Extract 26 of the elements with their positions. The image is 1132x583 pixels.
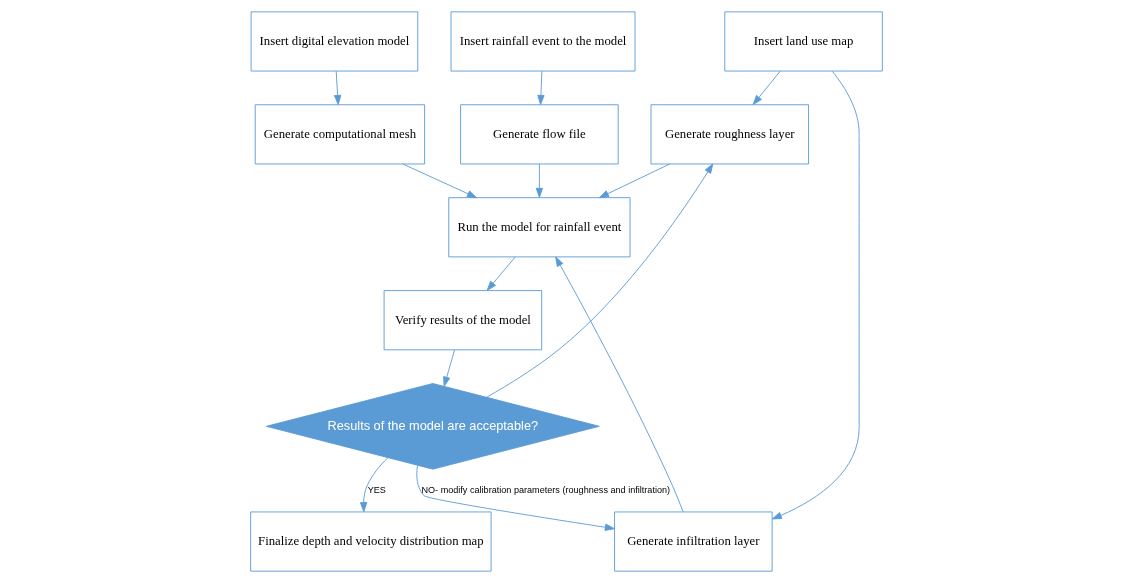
arrow xyxy=(442,349,455,387)
node-box: Finalize depth and velocity distribution map xyxy=(249,511,492,572)
arrow xyxy=(333,70,341,105)
node-box: Run the model for rainfall event xyxy=(447,197,630,258)
arrow xyxy=(359,457,388,513)
node-box: Generate computational mesh xyxy=(254,104,425,165)
arrow xyxy=(554,256,684,513)
arrow xyxy=(415,464,615,531)
arrow xyxy=(401,163,477,199)
arrow xyxy=(486,256,516,291)
edge-label: YES xyxy=(367,484,386,495)
node-box: Verify results of the model xyxy=(383,290,542,351)
node-box: Generate roughness layer xyxy=(650,104,809,165)
arrow xyxy=(536,70,545,105)
edge-label: NO- modify calibration parameters (roughness and infiltration) xyxy=(420,484,670,495)
arrow xyxy=(535,163,543,198)
node-box: Generate infiltration layer xyxy=(613,511,773,572)
node-box: Generate flow file xyxy=(459,104,619,165)
arrow xyxy=(598,163,670,199)
node-diamond: Results of the model are acceptable? xyxy=(265,383,600,470)
node-box: Insert rainfall event to the model xyxy=(450,11,635,72)
arrow xyxy=(771,70,860,520)
node-box: Insert digital elevation model xyxy=(250,11,418,72)
arrow xyxy=(752,70,781,105)
arrow xyxy=(485,163,713,398)
node-box: Insert land use map xyxy=(723,11,883,72)
